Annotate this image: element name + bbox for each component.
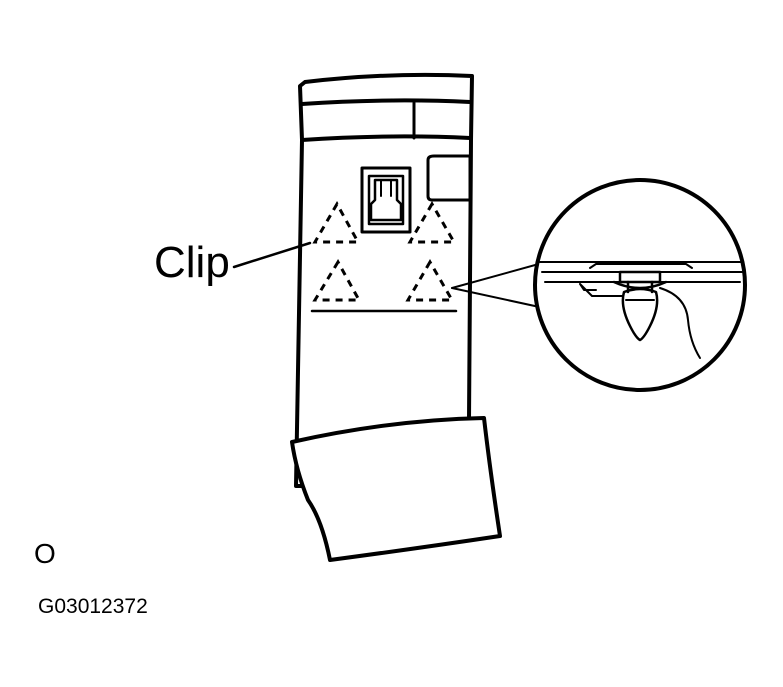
magnified-clip-detail bbox=[533, 178, 747, 392]
clip-marker-lower-right bbox=[405, 259, 455, 302]
clip-marker-lower-left bbox=[312, 259, 362, 302]
clip-markers bbox=[312, 200, 457, 302]
panel-lower-flap bbox=[290, 416, 502, 562]
figure-code-label: G03012372 bbox=[38, 595, 148, 618]
clip-marker-upper-left bbox=[312, 200, 361, 244]
clip-label: Clip bbox=[154, 238, 230, 287]
clip-leader-line bbox=[232, 241, 312, 269]
clip-marker-upper-right bbox=[407, 201, 457, 244]
connector-latch bbox=[360, 166, 412, 234]
view-marker-label: O bbox=[34, 538, 56, 569]
callout-lines bbox=[451, 261, 547, 309]
